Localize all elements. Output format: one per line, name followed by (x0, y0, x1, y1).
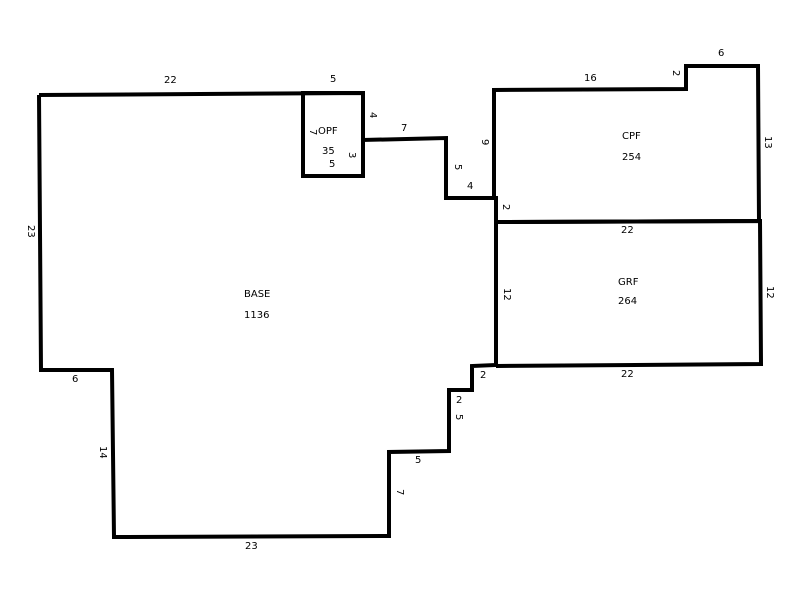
base-name: BASE (244, 289, 270, 300)
dim-stair-across-5: 5 (415, 455, 421, 466)
dim-cpf-left: 9 (479, 139, 490, 145)
dim-grf-right: 12 (764, 286, 775, 299)
opf-size: 35 (322, 146, 335, 157)
dim-opf-top: 5 (330, 74, 336, 85)
dim-step-across: 4 (467, 181, 473, 192)
dim-opf-inner-right: 3 (346, 152, 357, 158)
dim-opf-bottom: 5 (329, 159, 335, 170)
dim-stair-up-5: 5 (453, 414, 464, 420)
dim-cpf-right: 13 (762, 136, 773, 149)
dim-base-right-small: 2 (500, 204, 511, 210)
dim-grf-left: 12 (501, 288, 512, 301)
opf-outline (301, 91, 365, 178)
dim-stair-small-2: 2 (480, 370, 486, 381)
dim-cpf-top: 16 (584, 73, 597, 84)
dim-base-top: 22 (164, 75, 177, 86)
dim-base-lower-left: 14 (97, 446, 108, 459)
dim-cpf-notch: 2 (670, 70, 681, 76)
grf-name: GRF (618, 277, 639, 288)
base-outline (37, 90, 498, 540)
cpf-outline (492, 64, 762, 224)
dim-grf-bottom: 22 (621, 369, 634, 380)
grf-outline (495, 218, 764, 368)
base-size: 1136 (244, 310, 269, 321)
cpf-size: 254 (622, 152, 641, 163)
dim-base-left-bottom: 6 (72, 374, 78, 385)
dimension-labels: 22 5 4 7 3 5 7 5 4 9 2 23 6 14 23 7 5 5 … (25, 48, 775, 552)
cpf-name: CPF (622, 131, 641, 142)
dim-base-left: 23 (25, 225, 36, 238)
grf-size: 264 (618, 296, 637, 307)
dim-cpf-notch-top: 6 (718, 48, 724, 59)
dim-opf-left: 7 (307, 129, 318, 135)
dim-cpf-bottom: 22 (621, 225, 634, 236)
dim-step-top: 7 (401, 123, 407, 134)
dim-step-down: 5 (452, 164, 463, 170)
dim-opf-right: 4 (367, 112, 378, 118)
dim-stair-across-2: 2 (456, 395, 462, 406)
opf-name: OPF (318, 126, 338, 137)
dim-base-bottom: 23 (245, 541, 258, 552)
dim-base-lower-right: 7 (394, 489, 405, 495)
